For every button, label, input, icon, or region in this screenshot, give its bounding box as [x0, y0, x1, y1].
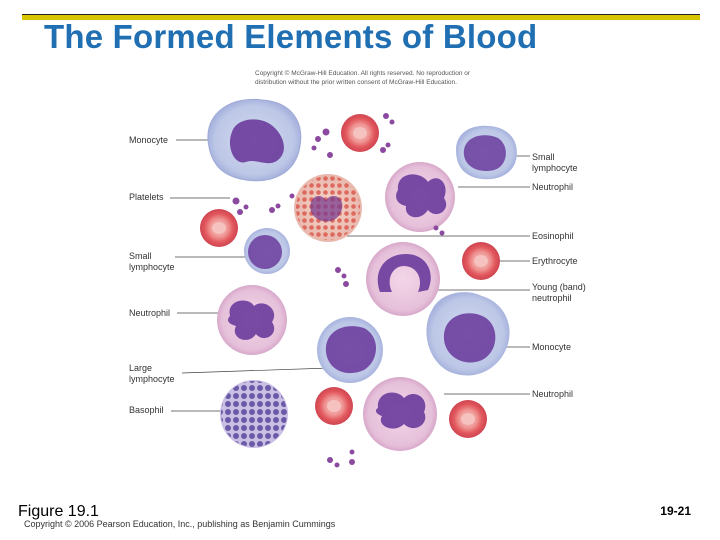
eosinophil — [294, 174, 362, 242]
platelets-bottom — [327, 449, 355, 468]
platelets-center — [335, 225, 445, 287]
label-neutrophil-right: Neutrophil — [532, 182, 574, 192]
small-lymphocyte-top-right — [456, 125, 517, 180]
neutrophil-left — [217, 285, 287, 355]
copyright-footer: Copyright © 2006 Pearson Education, Inc.… — [24, 519, 336, 529]
monocyte-right — [426, 292, 510, 376]
neutrophil-bottom — [363, 377, 437, 451]
label-large-lymphocyte: Large lymphocyte — [129, 363, 175, 384]
label-small-lymphocyte-right: Small lymphocyte — [532, 152, 578, 173]
platelets-left — [232, 193, 295, 215]
label-erythrocyte: Erythrocyte — [532, 256, 578, 266]
figure-number: Figure 19.1 — [18, 503, 99, 520]
small-lymphocyte-left — [244, 228, 290, 274]
erythrocyte-bottom — [315, 387, 353, 425]
erythrocyte-bottom-right — [449, 400, 487, 438]
image-copyright: Copyright © McGraw-Hill Education. All r… — [255, 70, 471, 86]
label-basophil: Basophil — [129, 405, 164, 415]
erythrocyte-left — [200, 209, 238, 247]
erythrocyte-right — [462, 242, 500, 280]
platelets-top — [311, 113, 395, 158]
slide-title: The Formed Elements of Blood — [44, 18, 538, 55]
slide-number: 19-21 — [660, 504, 691, 518]
label-small-lymphocyte-left: Small lymphocyte — [129, 251, 175, 272]
label-band-neutrophil: Young (band) neutrophil — [532, 282, 586, 303]
label-neutrophil-left: Neutrophil — [129, 308, 171, 318]
monocyte-top-left — [207, 98, 302, 182]
label-eosinophil: Eosinophil — [532, 231, 574, 241]
basophil — [220, 380, 288, 448]
large-lymphocyte — [317, 317, 383, 383]
neutrophil-center — [385, 162, 455, 232]
label-monocyte-left: Monocyte — [129, 135, 169, 145]
label-neutrophil-bottom-right: Neutrophil — [532, 389, 574, 399]
label-platelets: Platelets — [129, 192, 164, 202]
erythrocyte-top — [341, 114, 379, 152]
band-neutrophil — [366, 242, 440, 316]
label-monocyte-right: Monocyte — [532, 342, 572, 352]
title-rule — [22, 14, 700, 20]
